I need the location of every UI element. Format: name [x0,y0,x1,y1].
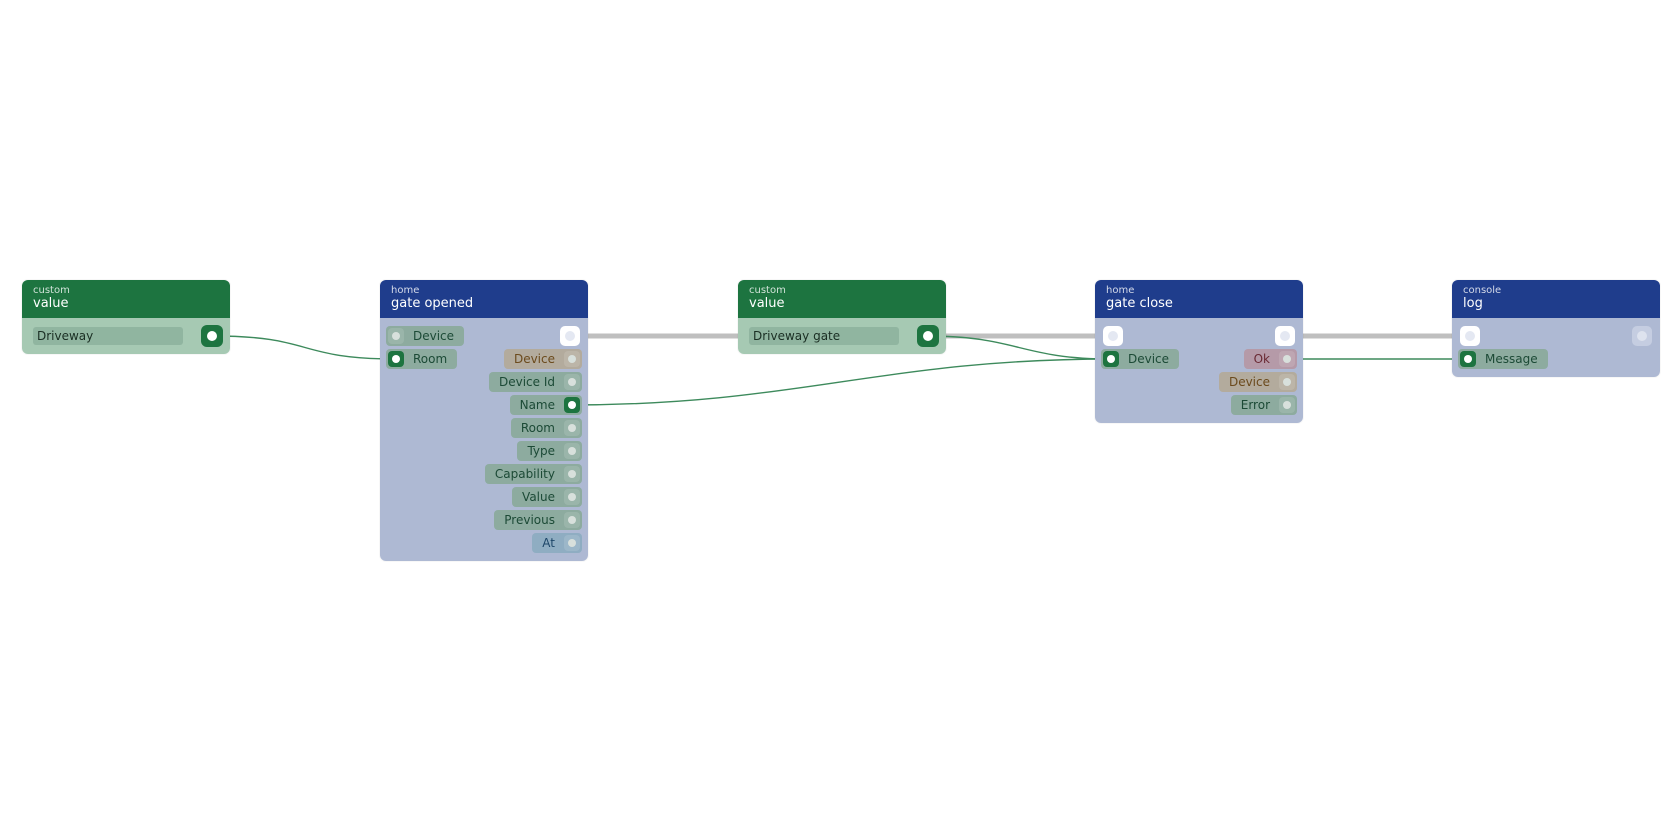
data-wire [925,335,1113,360]
output-port-at[interactable]: At [532,533,582,553]
port-label: Name [519,398,555,412]
input-port-room[interactable]: Room [386,349,458,369]
port-dot[interactable] [564,443,580,459]
output-port-device[interactable]: Device [1218,372,1297,392]
node-value-driveway[interactable]: custom value Driveway [22,280,230,354]
output-port-value[interactable]: Value [512,487,582,507]
output-port-room[interactable]: Room [510,418,582,438]
node-header[interactable]: custom value [738,280,946,318]
input-port-device[interactable]: Device [386,326,465,346]
node-value-driveway-gate[interactable]: custom value Driveway gate [738,280,946,354]
port-dot[interactable] [1279,397,1295,413]
port-label: Ok [1253,352,1270,366]
node-header[interactable]: console log [1452,280,1660,318]
port-label: Device [413,329,455,343]
port-dot[interactable] [1460,351,1476,367]
output-port-device[interactable]: Device [503,349,582,369]
output-port-device-id[interactable]: Device Id [488,372,582,392]
output-port-previous[interactable]: Previous [494,510,582,530]
port-label: Message [1485,352,1538,366]
node-category: home [1106,285,1135,296]
output-port-error[interactable]: Error [1230,395,1297,415]
node-title: value [33,296,69,311]
port-label: Value [522,490,555,504]
node-gate-opened[interactable]: home gate opened Device Room Device [380,280,588,561]
flow-input-port[interactable] [1103,326,1123,346]
port-label: Device [513,352,555,366]
node-category: custom [749,285,786,296]
port-label: Device [1228,375,1270,389]
output-port-ok[interactable]: Ok [1243,349,1297,369]
port-label: Error [1240,398,1270,412]
port-label: Device Id [498,375,555,389]
port-dot[interactable] [1103,351,1119,367]
flow-input-port[interactable] [1460,326,1480,346]
node-header[interactable]: home gate opened [380,280,588,318]
flow-output-port[interactable] [1632,326,1652,346]
port-dot[interactable] [564,489,580,505]
port-dot[interactable] [564,374,580,390]
data-wire [212,335,398,360]
port-label: Type [527,444,555,458]
port-dot[interactable] [564,397,580,413]
node-title: gate close [1106,296,1173,311]
node-header[interactable]: home gate close [1095,280,1303,318]
port-label: Room [520,421,555,435]
port-label: At [542,536,555,550]
port-dot[interactable] [388,351,404,367]
input-port-device[interactable]: Device [1101,349,1180,369]
port-dot[interactable] [564,512,580,528]
port-dot[interactable] [564,351,580,367]
output-port-type[interactable]: Type [517,441,582,461]
value-input[interactable]: Driveway [33,327,183,345]
data-wire [568,358,1113,406]
node-category: console [1463,285,1502,296]
node-header[interactable]: custom value [22,280,230,318]
node-title: value [749,296,785,311]
port-label: Previous [504,513,555,527]
node-title: log [1463,296,1483,311]
value-output-port[interactable] [201,325,223,347]
node-gate-close[interactable]: home gate close Device Ok Device [1095,280,1303,423]
port-dot[interactable] [1279,351,1295,367]
flow-output-port[interactable] [1275,326,1295,346]
port-label: Capability [494,467,555,481]
port-label: Room [413,352,448,366]
node-console-log[interactable]: console log Message [1452,280,1660,377]
port-dot[interactable] [564,466,580,482]
output-port-capability[interactable]: Capability [484,464,582,484]
port-dot[interactable] [564,420,580,436]
node-title: gate opened [391,296,474,311]
port-dot[interactable] [564,535,580,551]
value-input[interactable]: Driveway gate [749,327,899,345]
input-port-message[interactable]: Message [1458,349,1548,369]
value-output-port[interactable] [917,325,939,347]
node-category: home [391,285,420,296]
port-dot[interactable] [388,328,404,344]
port-dot[interactable] [1279,374,1295,390]
port-label: Device [1128,352,1170,366]
node-category: custom [33,285,70,296]
output-port-name[interactable]: Name [509,395,582,415]
